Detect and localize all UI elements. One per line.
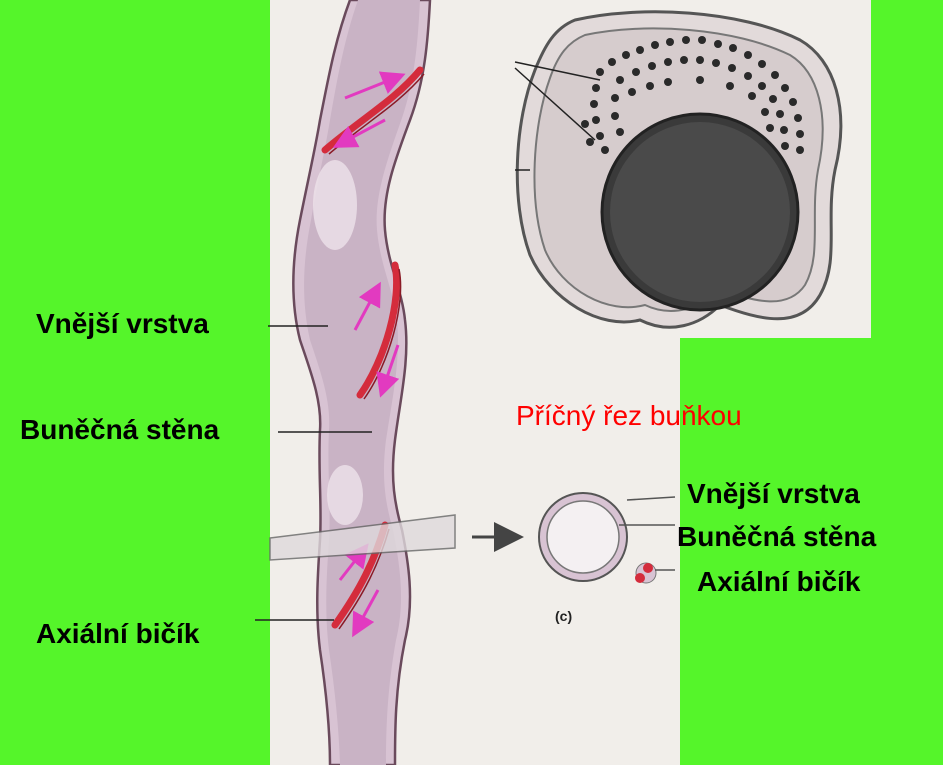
cross-section-caption: Příčný řez buňkou bbox=[516, 402, 742, 430]
caption-suffix: buňkou bbox=[650, 400, 742, 431]
xs-label-axial-flagellum: Axiální bičík bbox=[697, 568, 860, 596]
cross-section-diagram bbox=[539, 493, 675, 583]
figure-letter: (c) bbox=[555, 608, 572, 624]
spirochete-body bbox=[293, 0, 430, 765]
label-cell-wall: Buněčná stěna bbox=[20, 416, 219, 444]
caption-prefix: Příčný řez bbox=[516, 400, 650, 431]
label-axial-flagellum: Axiální bičík bbox=[36, 620, 199, 648]
micrograph-cross-section bbox=[515, 12, 841, 327]
xs-label-cell-wall: Buněčná stěna bbox=[677, 523, 876, 551]
label-outer-layer: Vnější vrstva bbox=[36, 310, 209, 338]
xs-label-outer-layer: Vnější vrstva bbox=[687, 480, 860, 508]
